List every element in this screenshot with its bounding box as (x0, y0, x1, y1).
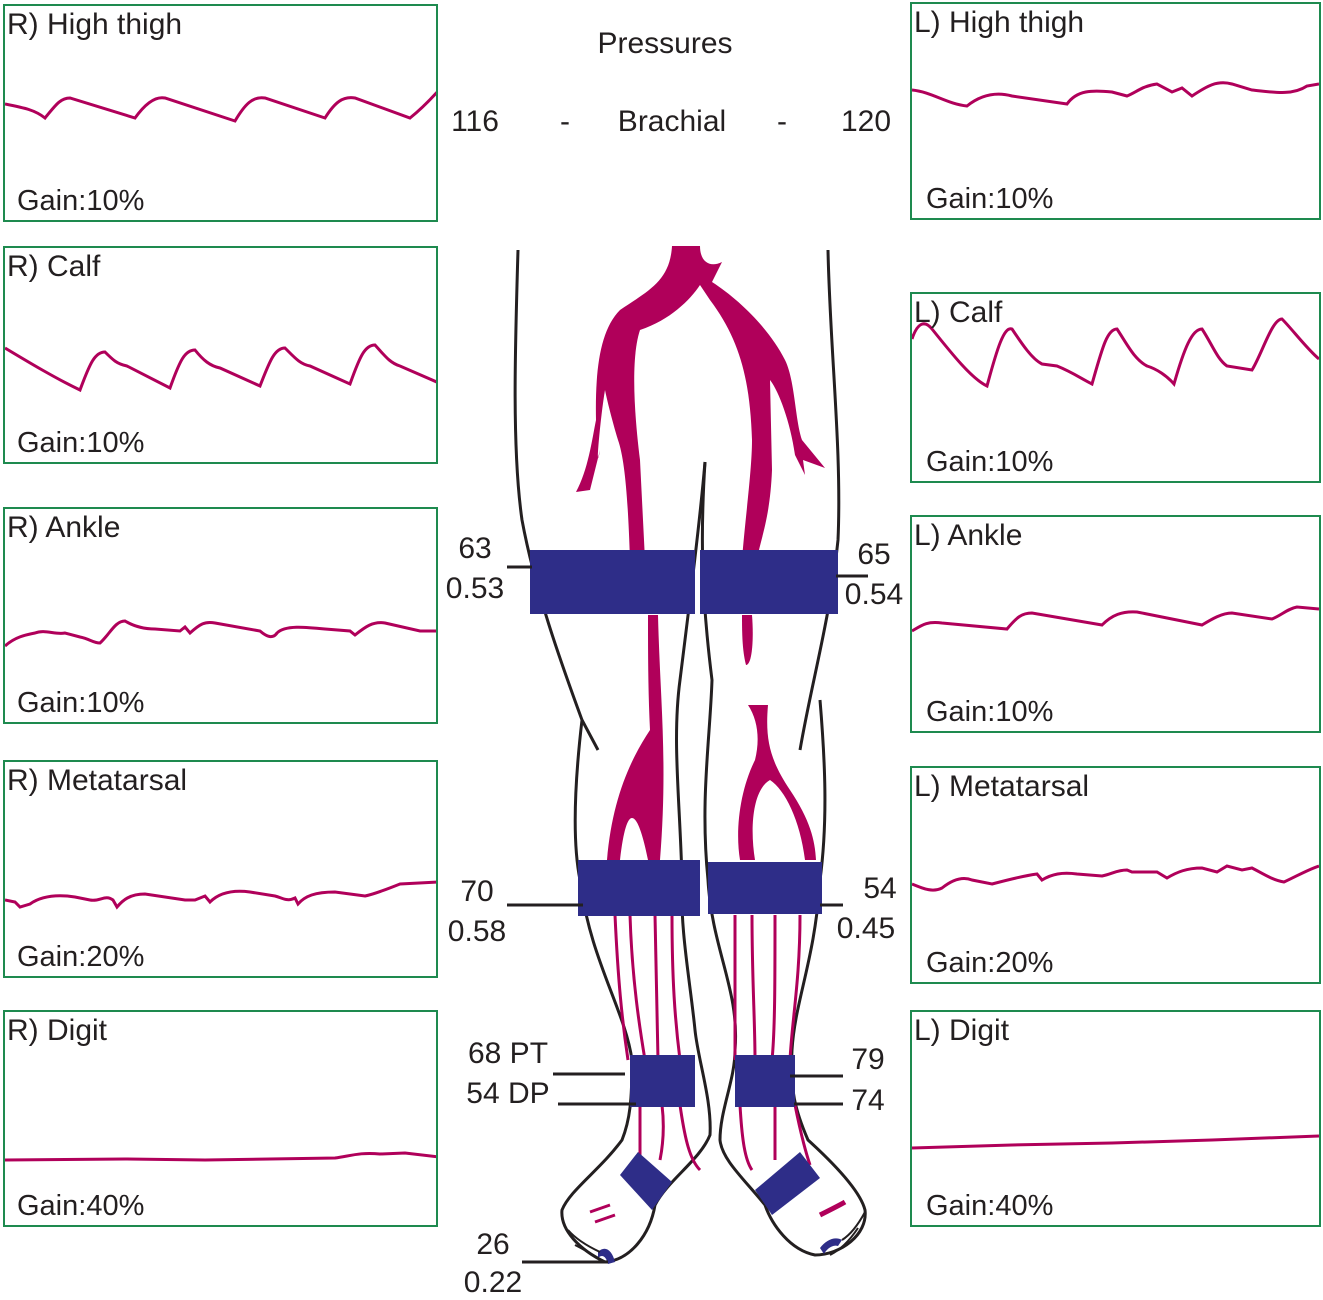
brachial-label: Brachial (617, 105, 727, 138)
waveform (912, 605, 1319, 633)
pressures-title: Pressures (597, 27, 733, 60)
r-high-thigh-pressure: 63 (458, 532, 492, 565)
waveform (912, 81, 1319, 108)
r-calf-index: 0.58 (447, 915, 507, 948)
l-ankle-pt-pressure: 79 (851, 1043, 885, 1076)
gain-label: Gain:10% (926, 696, 1054, 728)
r-ankle-pt-pressure: 68 PT (467, 1037, 549, 1070)
lower-leg-arteries (589, 914, 847, 1224)
r-calf-pressure: 70 (460, 875, 494, 908)
r-digit-panel: R) Digit Gain:40% (3, 1010, 438, 1227)
measurement-lines (507, 565, 868, 1264)
panel-title: L) Metatarsal (914, 770, 1090, 803)
panel-title: L) Ankle (914, 519, 1023, 552)
waveform (5, 880, 436, 910)
r-ankle-panel: R) Ankle Gain:10% (3, 507, 438, 724)
l-metatarsal-panel: L) Metatarsal Gain:20% (910, 766, 1321, 984)
gain-label: Gain:20% (926, 947, 1054, 979)
gain-label: Gain:40% (17, 1190, 145, 1222)
l-calf-index: 0.45 (836, 912, 896, 945)
waveform (912, 1134, 1319, 1150)
panel-title: R) Ankle (7, 511, 121, 544)
l-calf-pressure: 54 (863, 872, 897, 905)
pressure-cuffs (530, 550, 842, 1264)
l-high-thigh-panel: L) High thigh Gain:10% (910, 2, 1321, 220)
l-high-thigh-index: 0.54 (844, 578, 904, 611)
panel-title: L) Calf (914, 296, 1003, 329)
toe-outlines (567, 1211, 866, 1263)
gain-label: Gain:10% (17, 185, 145, 217)
r-ankle-dp-pressure: 54 DP (466, 1077, 550, 1110)
l-ankle-dp-pressure: 74 (851, 1084, 885, 1117)
gain-label: Gain:10% (17, 687, 145, 719)
gain-label: Gain:10% (926, 446, 1054, 478)
l-high-thigh-pressure: 65 (857, 538, 891, 571)
l-ankle-panel: L) Ankle Gain:10% (910, 515, 1321, 733)
r-high-thigh-panel: R) High thigh Gain:10% (3, 4, 438, 222)
gain-label: Gain:20% (17, 941, 145, 973)
arteries (576, 246, 825, 860)
waveform (5, 343, 436, 393)
r-calf-panel: R) Calf Gain:10% (3, 246, 438, 464)
gain-label: Gain:40% (926, 1190, 1054, 1222)
l-calf-panel: L) Calf Gain:10% (910, 292, 1321, 483)
panel-title: R) Digit (7, 1014, 108, 1047)
panel-title: R) Metatarsal (7, 764, 188, 797)
waveform (5, 1151, 436, 1162)
left-brachial-pressure: 120 (840, 105, 892, 138)
waveform (912, 864, 1319, 892)
dash-separator: - (777, 105, 787, 138)
r-high-thigh-index: 0.53 (445, 572, 505, 605)
r-metatarsal-panel: R) Metatarsal Gain:20% (3, 760, 438, 978)
panel-title: R) Calf (7, 250, 101, 283)
leg-outlines (513, 249, 867, 1264)
right-brachial-pressure: 116 (451, 105, 499, 138)
waveform (5, 91, 436, 123)
panel-title: L) High thigh (914, 6, 1085, 39)
l-digit-panel: L) Digit Gain:40% (910, 1010, 1321, 1227)
r-digit-index: 0.22 (463, 1266, 523, 1299)
gain-label: Gain:10% (17, 427, 145, 459)
waveform (912, 317, 1319, 389)
panel-title: L) Digit (914, 1014, 1010, 1047)
gain-label: Gain:10% (926, 183, 1054, 215)
dash-separator: - (560, 105, 570, 138)
r-digit-pressure: 26 (476, 1228, 510, 1261)
panel-title: R) High thigh (7, 8, 183, 41)
waveform (5, 619, 436, 648)
